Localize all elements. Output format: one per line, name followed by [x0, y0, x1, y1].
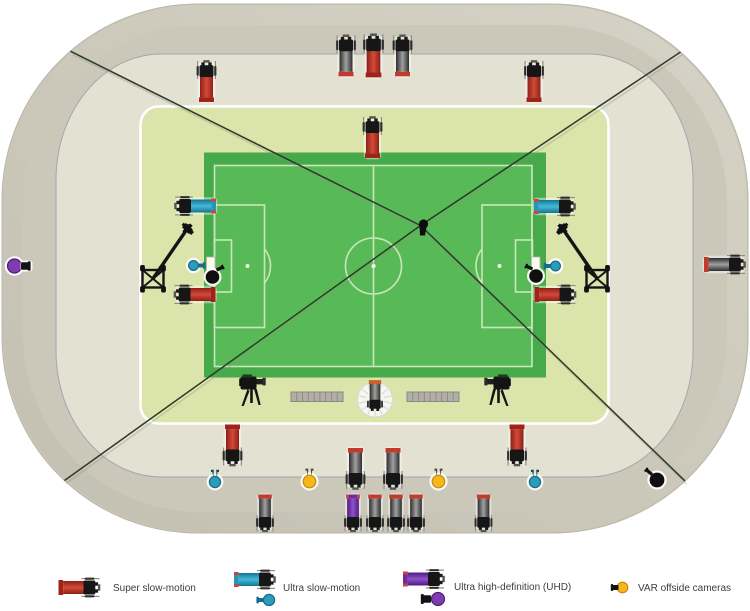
- svg-text:Ultra high-definition (UHD): Ultra high-definition (UHD): [454, 582, 571, 593]
- svg-text:Ultra slow-motion: Ultra slow-motion: [283, 583, 360, 594]
- svg-text:Super slow-motion: Super slow-motion: [113, 583, 196, 594]
- svg-text:VAR offside cameras: VAR offside cameras: [638, 583, 731, 594]
